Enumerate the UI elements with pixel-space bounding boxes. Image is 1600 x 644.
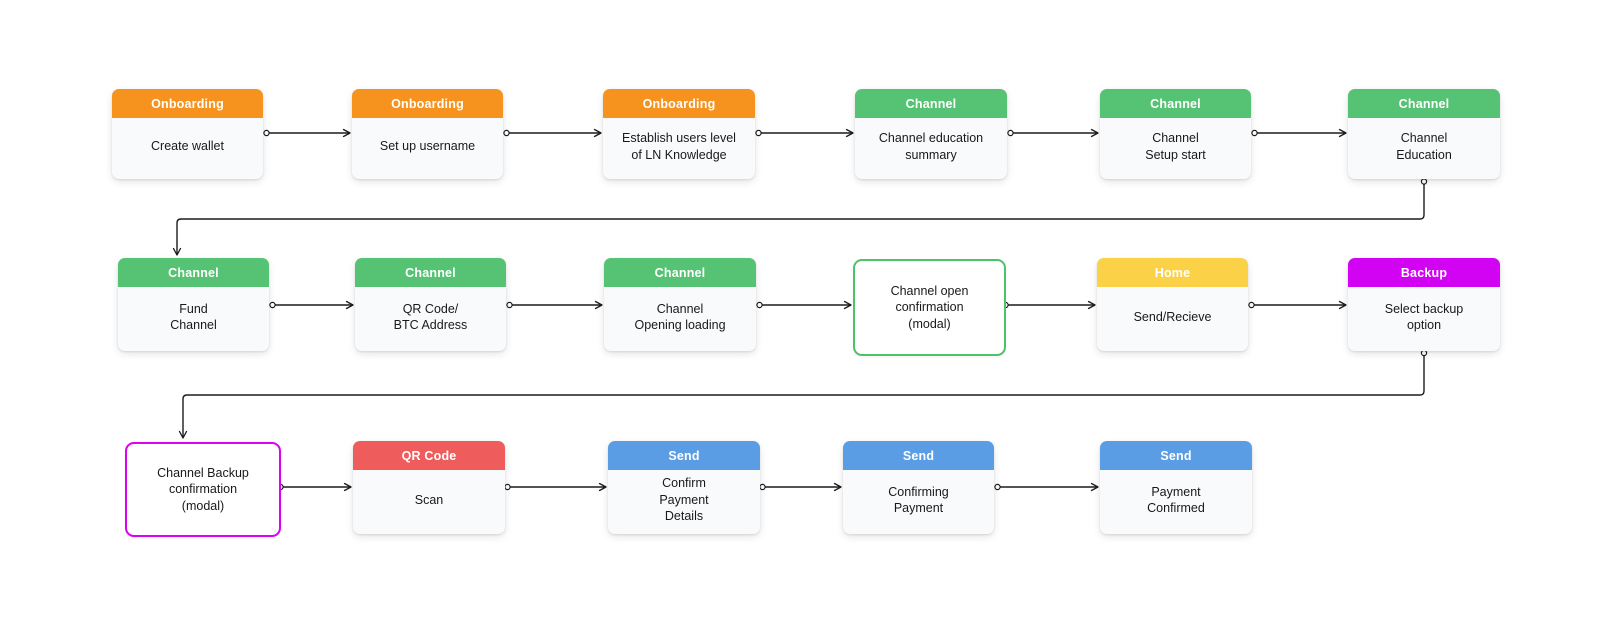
node-header-label: Channel bbox=[604, 258, 756, 287]
connector-channel-education-summary-to-channel-setup-start[interactable] bbox=[1007, 128, 1099, 138]
node-header-label: Onboarding bbox=[603, 89, 755, 118]
node-body-label: Channel open confirmation (modal) bbox=[890, 283, 969, 331]
node-header-label: QR Code bbox=[353, 441, 505, 470]
node-header-label: Channel bbox=[1100, 89, 1251, 118]
connector-confirm-payment-details-to-confirming-payment[interactable] bbox=[759, 482, 842, 492]
node-channel-backup-confirmation-modal[interactable]: Channel Backup confirmation (modal) bbox=[125, 442, 281, 537]
connector-confirming-payment-to-payment-confirmed[interactable] bbox=[994, 482, 1099, 492]
connector-set-up-username-to-establish-users-level[interactable] bbox=[503, 128, 602, 138]
node-body-label: Channel education summary bbox=[878, 131, 984, 162]
node-body-label: Set up username bbox=[379, 139, 476, 154]
node-header-label: Send bbox=[843, 441, 994, 470]
node-header-label: Channel bbox=[855, 89, 1007, 118]
node-confirm-payment-details[interactable]: Send Confirm Payment Details bbox=[608, 441, 760, 534]
node-fund-channel[interactable]: Channel Fund Channel bbox=[118, 258, 269, 351]
node-header-label: Onboarding bbox=[352, 89, 503, 118]
node-channel-education-summary[interactable]: Channel Channel education summary bbox=[855, 89, 1007, 179]
node-set-up-username[interactable]: Onboarding Set up username bbox=[352, 89, 503, 179]
node-body-label: Send/Recieve bbox=[1133, 309, 1212, 324]
node-body-label: Create wallet bbox=[151, 139, 224, 154]
connector-scan-to-confirm-payment-details[interactable] bbox=[504, 482, 607, 492]
node-channel-opening-loading[interactable]: Channel Channel Opening loading bbox=[604, 258, 756, 351]
node-body-label: Select backup option bbox=[1384, 301, 1464, 333]
node-channel-setup-start[interactable]: Channel Channel Setup start bbox=[1100, 89, 1251, 179]
node-qr-code-btc-address[interactable]: Channel QR Code/ BTC Address bbox=[355, 258, 506, 351]
node-channel-education[interactable]: Channel Channel Education bbox=[1348, 89, 1500, 179]
node-body-label: Fund Channel bbox=[170, 301, 217, 333]
node-header-label: Channel bbox=[118, 258, 269, 287]
node-select-backup-option[interactable]: Backup Select backup option bbox=[1348, 258, 1500, 351]
node-body-label: Payment Confirmed bbox=[1147, 484, 1205, 516]
connector-channel-setup-start-to-channel-education[interactable] bbox=[1251, 128, 1347, 138]
node-payment-confirmed[interactable]: Send Payment Confirmed bbox=[1100, 441, 1252, 534]
node-header-label: Backup bbox=[1348, 258, 1500, 287]
connector-create-wallet-to-set-up-username[interactable] bbox=[263, 128, 351, 138]
connector-channel-education-to-fund-channel[interactable] bbox=[172, 178, 1428, 256]
node-body-label: Channel Education bbox=[1396, 131, 1452, 162]
connector-send-receive-to-select-backup-option[interactable] bbox=[1248, 300, 1347, 310]
connector-channel-backup-confirmation-to-scan[interactable] bbox=[277, 482, 352, 492]
node-body-label: Channel Backup confirmation (modal) bbox=[157, 465, 249, 513]
node-body-label: Channel Opening loading bbox=[634, 301, 726, 333]
node-establish-users-level[interactable]: Onboarding Establish users level of LN K… bbox=[603, 89, 755, 179]
connector-establish-users-level-to-channel-education-summary[interactable] bbox=[755, 128, 854, 138]
node-body-label: Channel Setup start bbox=[1145, 131, 1206, 162]
node-header-label: Send bbox=[1100, 441, 1252, 470]
node-body-label: QR Code/ BTC Address bbox=[393, 301, 468, 333]
node-header-label: Channel bbox=[355, 258, 506, 287]
node-send-receive[interactable]: Home Send/Recieve bbox=[1097, 258, 1248, 351]
connector-channel-open-confirmation-to-send-receive[interactable] bbox=[1002, 300, 1096, 310]
node-body-label: Confirming Payment bbox=[888, 484, 949, 516]
connector-select-backup-option-to-channel-backup-confirmation[interactable] bbox=[178, 349, 1428, 439]
node-header-label: Send bbox=[608, 441, 760, 470]
node-body-label: Establish users level of LN Knowledge bbox=[622, 131, 736, 162]
node-header-label: Onboarding bbox=[112, 89, 263, 118]
node-body-label: Confirm Payment Details bbox=[659, 476, 709, 524]
node-body-label: Scan bbox=[414, 492, 444, 507]
connector-fund-channel-to-qr-code-btc-address[interactable] bbox=[269, 300, 354, 310]
node-confirming-payment[interactable]: Send Confirming Payment bbox=[843, 441, 994, 534]
node-header-label: Channel bbox=[1348, 89, 1500, 118]
node-scan[interactable]: QR Code Scan bbox=[353, 441, 505, 534]
connector-qr-code-btc-address-to-channel-opening-loading[interactable] bbox=[506, 300, 603, 310]
node-channel-open-confirmation-modal[interactable]: Channel open confirmation (modal) bbox=[853, 259, 1006, 356]
connector-channel-opening-loading-to-channel-open-confirmation[interactable] bbox=[756, 300, 852, 310]
node-header-label: Home bbox=[1097, 258, 1248, 287]
node-create-wallet[interactable]: Onboarding Create wallet bbox=[112, 89, 263, 179]
